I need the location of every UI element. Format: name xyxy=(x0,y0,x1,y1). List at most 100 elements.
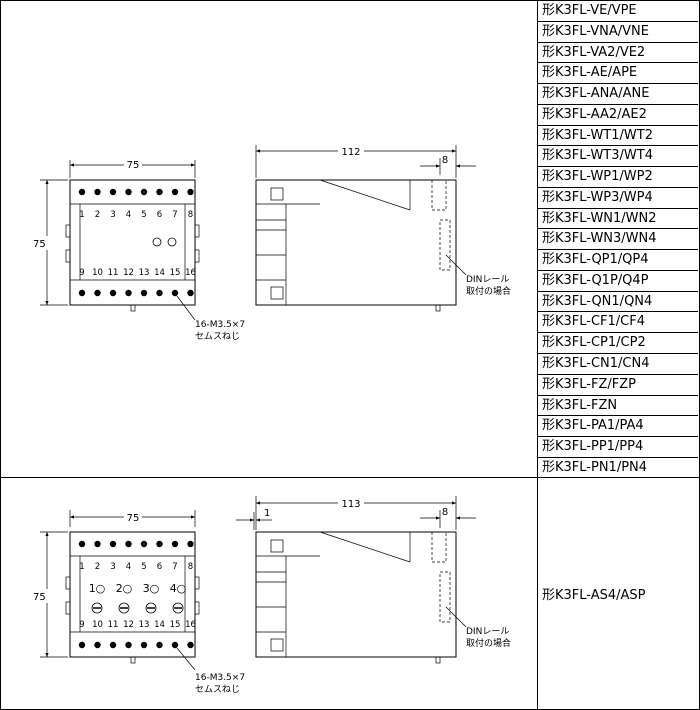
top-din-label-2: 取付の場合 xyxy=(466,285,511,297)
terminal-screw xyxy=(187,188,194,196)
terminal-number: 10 xyxy=(92,620,103,630)
top-rail-offset-label: 8 xyxy=(442,155,448,166)
terminal-number: 4 xyxy=(126,210,131,220)
terminal-screw xyxy=(140,641,148,649)
terminal-screw xyxy=(109,289,117,297)
terminal-number: 2 xyxy=(95,210,100,220)
model-item: 形K3FL-VA2/VE2 xyxy=(538,43,698,64)
terminal-number: 16 xyxy=(185,268,196,278)
terminal-screw xyxy=(125,641,132,649)
model-item: 形K3FL-QP1/QP4 xyxy=(538,250,698,271)
adjuster-label: 1○ xyxy=(89,582,106,595)
model-item: 形K3FL-CF1/CF4 xyxy=(538,312,698,334)
adjuster-label: 4○ xyxy=(170,582,187,595)
terminal-number: 11 xyxy=(108,620,119,630)
terminal-number: 12 xyxy=(123,268,134,278)
terminal-number: 6 xyxy=(157,210,162,220)
terminal-screw xyxy=(156,641,163,649)
terminal-screw xyxy=(156,540,163,548)
terminal-screw xyxy=(78,641,86,649)
adjuster-label: 2○ xyxy=(116,582,133,595)
terminal-number: 4 xyxy=(126,562,131,572)
model-item: 形K3FL-VE/VPE xyxy=(538,1,698,22)
terminal-number: 11 xyxy=(108,268,119,278)
terminal-number: 9 xyxy=(79,268,84,278)
terminal-number: 3 xyxy=(110,562,115,572)
terminal-number: 6 xyxy=(157,562,162,572)
top-side-depth-label: 112 xyxy=(341,147,360,158)
trimmer-icon xyxy=(91,602,103,614)
bottom-din-label-1: DINレール xyxy=(466,627,509,637)
terminal-number: 14 xyxy=(154,620,165,630)
adjuster-label: 3○ xyxy=(143,582,160,595)
terminal-number: 1 xyxy=(79,210,84,220)
terminal-screw xyxy=(140,188,148,196)
top-front-height-label: 75 xyxy=(33,239,46,250)
terminal-screw xyxy=(140,540,148,548)
model-item: 形K3FL-WP3/WP4 xyxy=(538,188,698,209)
top-front-width-label: 75 xyxy=(127,160,140,171)
model-item: 形K3FL-ANA/ANE xyxy=(538,84,698,105)
terminal-screw xyxy=(109,641,117,649)
terminal-number: 1 xyxy=(79,562,84,572)
terminal-number: 13 xyxy=(139,620,150,630)
model-item: 形K3FL-WP1/WP2 xyxy=(538,167,698,188)
model-item: 形K3FL-WN3/WN4 xyxy=(538,229,698,251)
trimmer-icon xyxy=(118,602,130,614)
top-screw-label-2: セムスねじ xyxy=(195,331,240,342)
terminal-number: 15 xyxy=(170,268,181,278)
terminal-number: 8 xyxy=(188,562,193,572)
model-item: 形K3FL-WT1/WT2 xyxy=(538,126,698,147)
terminal-screw xyxy=(78,188,86,196)
terminal-number: 3 xyxy=(110,210,115,220)
bottom-front-height-label: 75 xyxy=(33,592,46,603)
bottom-front-width-label: 75 xyxy=(127,513,140,524)
terminal-number: 14 xyxy=(154,268,165,278)
terminal-screw xyxy=(94,289,101,297)
bottom-screw-label-1: 16-M3.5×7 xyxy=(195,673,245,683)
terminal-screw xyxy=(171,188,179,196)
terminal-screw xyxy=(171,641,179,649)
terminal-screw xyxy=(125,188,132,196)
terminal-number: 7 xyxy=(172,562,177,572)
terminal-number: 2 xyxy=(95,562,100,572)
terminal-number: 15 xyxy=(170,620,181,630)
bottom-rail-offset-label: 8 xyxy=(442,507,448,518)
terminal-screw xyxy=(109,188,117,196)
model-item: 形K3FL-FZN xyxy=(538,396,698,417)
bottom-screw-label-2: セムスねじ xyxy=(195,684,240,695)
top-side-view: 112 8 DINレール 取付の場合 xyxy=(255,144,511,312)
terminal-screw xyxy=(94,641,101,649)
model-bottom: 形K3FL-AS4/ASP xyxy=(542,588,646,603)
model-item: 形K3FL-AA2/AE2 xyxy=(538,105,698,126)
terminal-number: 8 xyxy=(188,210,193,220)
bottom-side-gap-label: 1 xyxy=(264,508,270,519)
terminal-screw xyxy=(78,289,86,297)
terminal-screw xyxy=(187,540,194,548)
model-item: 形K3FL-QN1/QN4 xyxy=(538,292,698,313)
terminal-screw xyxy=(94,540,101,548)
terminal-screw xyxy=(94,188,101,196)
terminal-number: 12 xyxy=(123,620,134,630)
terminal-screw xyxy=(156,188,163,196)
terminal-number: 5 xyxy=(141,210,146,220)
terminal-screw xyxy=(187,289,194,297)
terminal-screw xyxy=(125,540,132,548)
top-screw-label-1: 16-M3.5×7 xyxy=(195,320,245,330)
model-item: 形K3FL-PA1/PA4 xyxy=(538,416,698,438)
bottom-din-label-2: 取付の場合 xyxy=(466,637,511,649)
model-item: 形K3FL-CN1/CN4 xyxy=(538,354,698,375)
bottom-side-depth-label: 113 xyxy=(341,499,360,510)
trimmer-icon xyxy=(145,602,157,614)
model-item: 形K3FL-WT3/WT4 xyxy=(538,146,698,168)
model-item: 形K3FL-PP1/PP4 xyxy=(538,437,698,458)
bottom-side-view: 113 1 8 DINレール xyxy=(236,496,511,664)
terminal-screw xyxy=(156,289,163,297)
model-item: 形K3FL-AE/APE xyxy=(538,63,698,85)
terminal-number: 13 xyxy=(139,268,150,278)
model-item: 形K3FL-PN1/PN4 xyxy=(542,459,648,475)
